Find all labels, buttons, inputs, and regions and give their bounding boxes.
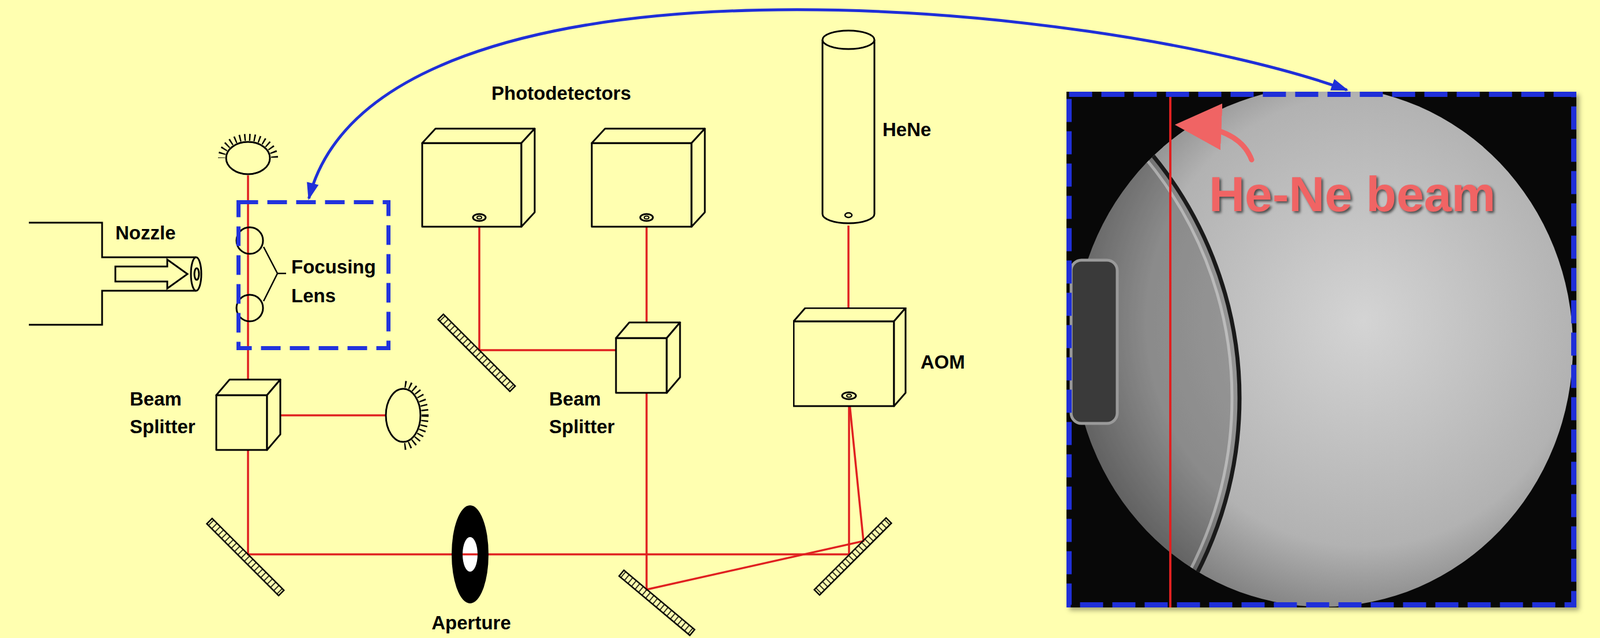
mirror-symbol — [381, 384, 426, 447]
part-label: Beam Splitter — [549, 385, 636, 441]
mirror-symbol — [221, 137, 275, 179]
node-label: HeNe — [882, 118, 931, 142]
part-label: Aperture — [431, 611, 512, 635]
node-label: AOM — [920, 350, 965, 374]
node-label: Focusing Lens — [291, 252, 384, 311]
aperture-symbol — [451, 505, 489, 604]
part-label: Nozzle — [115, 221, 176, 245]
mirror-symbol — [814, 517, 892, 596]
hene-laser: HeNe — [819, 28, 946, 228]
mirror-symbol — [438, 314, 516, 392]
beam-splitter-cube — [616, 322, 681, 393]
hene-laser-tube — [821, 29, 876, 226]
aom-box — [793, 307, 907, 408]
connector-arrow — [847, 225, 850, 308]
lens-group-box: Focusing Lens — [236, 200, 391, 351]
beam-splitter-cube — [216, 379, 281, 450]
part-label: Beam Splitter — [129, 385, 217, 441]
photo-inset: He-Ne beam — [1066, 91, 1577, 608]
lens-symbol — [236, 227, 287, 322]
photodetector-box — [422, 128, 535, 227]
mirror-symbol — [618, 570, 695, 636]
laser-beam — [248, 175, 864, 590]
node-label: He-Ne beam — [1208, 168, 1496, 219]
mirror-symbol — [207, 518, 285, 596]
photodetector-box — [591, 128, 705, 227]
part-label: Photodetectors — [491, 81, 632, 105]
aom-modulator: AOM — [790, 305, 981, 410]
